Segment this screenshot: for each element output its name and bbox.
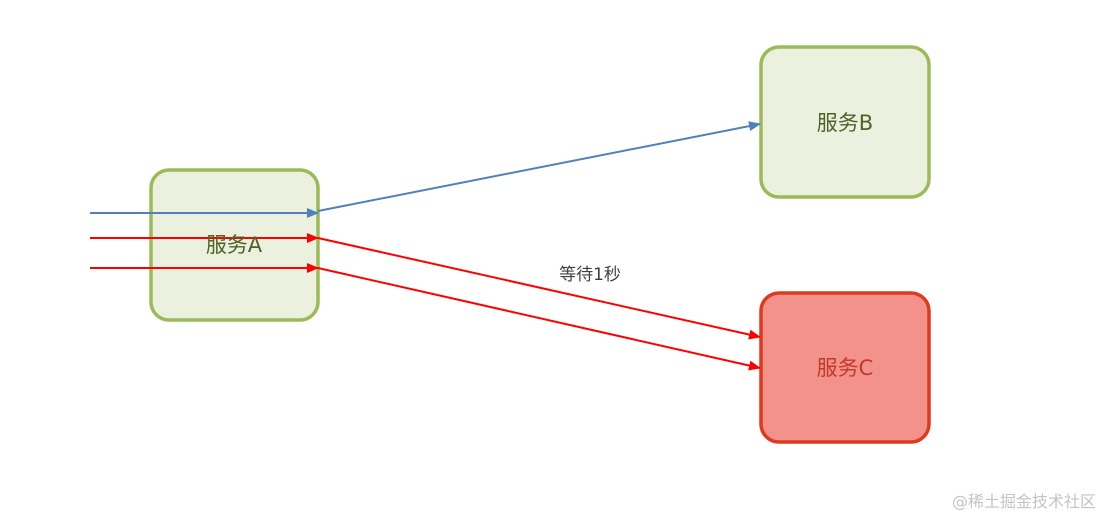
wait-label: 等待1秒	[559, 265, 621, 285]
a-to-c-arrow-1	[317, 237, 761, 340]
service-c-label: 服务C	[817, 356, 874, 380]
service-c-box	[759, 291, 931, 444]
service-a-label: 服务A	[206, 233, 263, 257]
a-to-b-arrow	[317, 121, 761, 212]
service-a-box	[149, 168, 320, 322]
service-b-box	[759, 45, 931, 199]
a-to-c-arrow-2	[317, 267, 761, 371]
service-b-label: 服务B	[817, 111, 873, 135]
watermark: @稀土掘金技术社区	[951, 492, 1096, 511]
